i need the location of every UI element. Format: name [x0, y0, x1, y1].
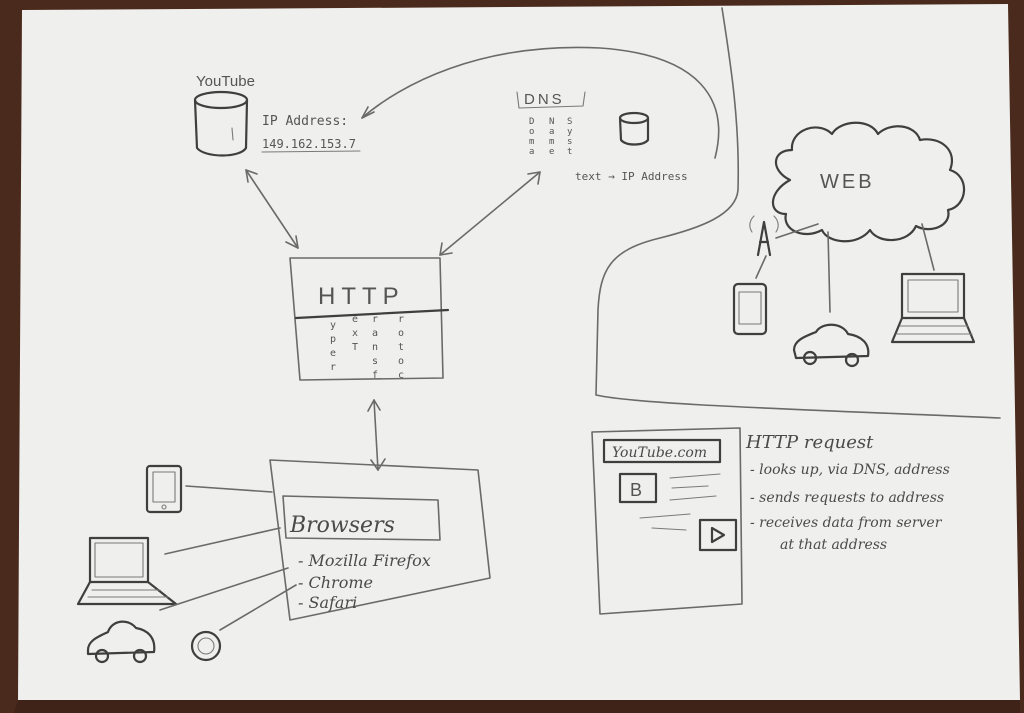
svg-text:f: f — [372, 370, 378, 381]
browser-item-safari: - Safari — [298, 593, 357, 612]
http-request-step-1: - looks up, via DNS, address — [750, 462, 950, 478]
svg-text:a: a — [549, 127, 554, 137]
arrow-dns-to-youtube — [361, 46, 720, 159]
http-request-notes: HTTP request - looks up, via DNS, addres… — [745, 432, 950, 553]
svg-text:y: y — [330, 320, 336, 331]
svg-text:S: S — [567, 117, 572, 127]
svg-text:m: m — [529, 137, 534, 147]
dns-mapping: text → IP Address — [575, 170, 688, 183]
youtube-url: YouTube.com — [612, 445, 707, 461]
svg-text:a: a — [372, 328, 378, 339]
svg-text:y: y — [567, 127, 573, 137]
page-logo-glyph: B — [630, 480, 642, 500]
browser-item-chrome: - Chrome — [298, 573, 373, 592]
youtube-server-group: YouTube IP Address: 149.162.153.7 — [193, 73, 361, 157]
paper-shadow — [14, 700, 1020, 713]
svg-text:N: N — [549, 117, 554, 127]
watch-icon — [190, 630, 222, 662]
svg-text:n: n — [372, 342, 378, 353]
arrow-youtube-http — [245, 169, 299, 249]
arrow-http-browsers — [373, 399, 379, 471]
svg-text:t: t — [398, 342, 404, 353]
svg-text:x: x — [352, 328, 358, 339]
svg-text:o: o — [398, 328, 404, 339]
svg-text:s: s — [567, 137, 572, 147]
ip-address-value: 149.162.153.7 — [262, 137, 356, 151]
dns-database-icon — [618, 111, 650, 146]
svg-text:e: e — [352, 314, 358, 325]
svg-text:D: D — [529, 117, 534, 127]
laptop-icon — [76, 536, 178, 606]
svg-text:r: r — [330, 362, 336, 373]
youtube-title: YouTube — [196, 73, 255, 90]
svg-text:r: r — [372, 314, 378, 325]
svg-text:o: o — [398, 356, 404, 367]
web-laptop-icon — [890, 272, 976, 344]
svg-text:r: r — [398, 314, 404, 325]
paper-sheet — [18, 4, 1020, 700]
http-request-title: HTTP request — [745, 432, 874, 453]
http-title: HTTP — [318, 283, 405, 310]
paper-fold-line — [595, 7, 1001, 419]
tablet-icon — [145, 464, 183, 514]
http-request-step-3: - receives data from server — [750, 515, 943, 531]
http-request-step-2: - sends requests to address — [750, 490, 944, 506]
svg-text:s: s — [372, 356, 378, 367]
youtube-page-sketch: YouTube.com B — [591, 427, 743, 615]
web-title: WEB — [820, 171, 875, 193]
browser-item-firefox: - Mozilla Firefox — [298, 551, 431, 570]
phone-icon — [732, 282, 768, 336]
svg-text:a: a — [529, 147, 534, 157]
web-cloud: WEB — [771, 121, 966, 243]
arrow-dns-http — [439, 171, 541, 256]
svg-text:p: p — [330, 334, 336, 345]
database-icon — [193, 90, 249, 157]
ip-address-label: IP Address: — [262, 114, 348, 129]
dns-title: DNS — [524, 91, 565, 108]
svg-text:c: c — [398, 370, 404, 381]
web-car-icon — [792, 323, 870, 368]
browsers-title: Browsers — [289, 513, 395, 538]
cell-tower-icon — [749, 215, 779, 257]
svg-text:o: o — [529, 127, 534, 137]
http-request-step-4: at that address — [780, 537, 887, 553]
svg-text:e: e — [330, 348, 336, 359]
car-icon — [86, 620, 156, 664]
svg-text:t: t — [567, 147, 572, 157]
svg-text:e: e — [549, 147, 554, 157]
svg-text:T: T — [352, 342, 358, 353]
svg-text:m: m — [549, 137, 554, 147]
browsers-box: Browsers - Mozilla Firefox - Chrome - Sa… — [269, 459, 491, 621]
